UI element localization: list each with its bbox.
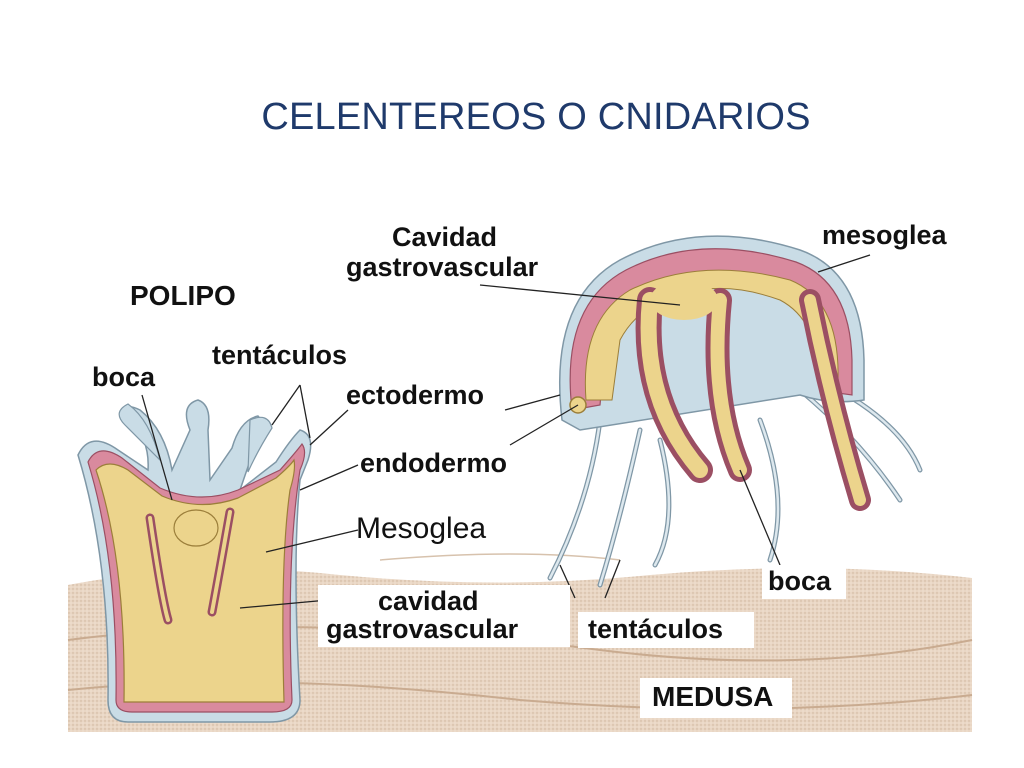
slide-title: CELENTEREOS O CNIDARIOS: [261, 96, 811, 138]
label-backdrop-medusa-heading: [640, 678, 792, 718]
polyp-label-cavity-line2: gastrovascular: [326, 614, 519, 644]
medusa-label-cavity-line2: gastrovascular: [346, 252, 539, 282]
polyp-label-tentacles: tentáculos: [212, 340, 348, 370]
medusa-illustration: [547, 235, 923, 588]
polyp-label-cavity-line1: cavidad: [378, 586, 479, 616]
polyp-label-endoderm: endodermo: [360, 448, 508, 478]
medusa-heading: MEDUSA: [652, 681, 774, 712]
label-backdrop-medusa-tentacles: [578, 612, 754, 648]
polyp-heading: POLIPO: [130, 280, 236, 311]
label-backdrop-medusa-mouth: [762, 565, 846, 599]
polyp-label-mouth: boca: [92, 362, 156, 392]
polyp-label-mesoglea: Mesoglea: [356, 512, 487, 545]
medusa-label-mouth: boca: [768, 566, 832, 596]
polyp-label-ectoderm: ectodermo: [346, 380, 485, 410]
polyp-illustration: [77, 399, 312, 723]
medusa-label-cavity-line1: Cavidad: [392, 222, 498, 252]
label-backdrop-polyp-cavity: [318, 585, 570, 647]
leader-lines: [141, 254, 871, 609]
medusa-label-mesoglea: mesoglea: [822, 220, 947, 250]
medusa-label-tentacles: tentáculos: [588, 614, 724, 644]
